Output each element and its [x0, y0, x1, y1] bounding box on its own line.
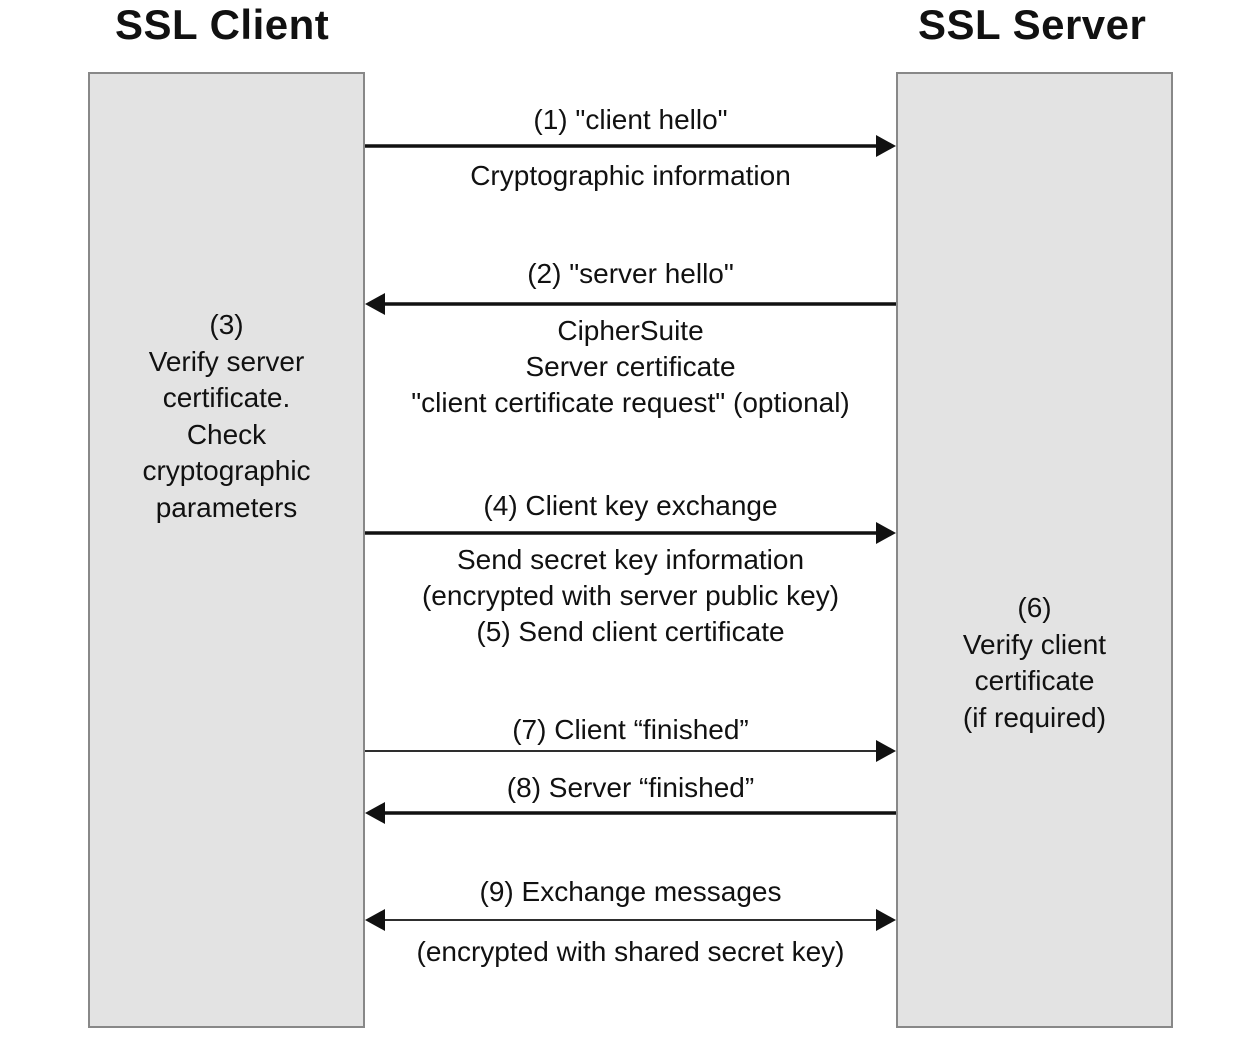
client-note-line: parameters	[155, 491, 298, 523]
client-finished-arrow	[365, 740, 896, 762]
client-key-exchange-arrow	[365, 522, 896, 544]
ssl-server-title: SSL Server	[918, 1, 1147, 48]
client-note-line: cryptographic	[142, 455, 311, 486]
ssl-client-lane	[88, 72, 365, 1028]
client-finished-label: (7) Client “finished”	[512, 714, 749, 745]
exchange-messages-label: (9) Exchange messages	[479, 876, 782, 907]
ssl-server-lane	[896, 72, 1173, 1028]
server-hello-detail-line: CipherSuite	[557, 315, 704, 346]
server-hello-detail-line: Server certificate	[525, 351, 736, 382]
client-hello-detail: Cryptographic information	[470, 160, 791, 191]
server-hello-detail: CipherSuite Server certificate "client c…	[365, 313, 896, 421]
server-finished-label: (8) Server “finished”	[506, 772, 755, 803]
client-key-exchange-detail: Send secret key information (encrypted w…	[365, 542, 896, 650]
client-key-exchange-detail-line: (encrypted with server public key)	[421, 580, 840, 611]
client-verify-note: (3) Verify server certificate. Check cry…	[88, 307, 365, 526]
server-note-line: certificate	[974, 665, 1095, 696]
server-note-line: Verify client	[962, 628, 1107, 660]
client-hello-arrow	[365, 135, 896, 157]
server-verify-note: (6) Verify client certificate (if requir…	[896, 590, 1173, 736]
client-note-line: certificate.	[162, 382, 291, 413]
server-hello-label: (2) "server hello"	[527, 258, 734, 289]
server-hello-arrow	[365, 293, 896, 315]
client-note-line: Check	[186, 418, 267, 450]
server-hello-detail-line: "client certificate request" (optional)	[411, 387, 850, 418]
exchange-messages-arrow	[365, 909, 896, 931]
client-key-exchange-label: (4) Client key exchange	[483, 490, 778, 521]
server-note-line: (if required)	[962, 701, 1107, 733]
client-key-exchange-detail-line: (5) Send client certificate	[476, 616, 785, 647]
client-note-line: (3)	[209, 309, 244, 340]
ssl-client-title: SSL Client	[115, 1, 330, 48]
server-finished-arrow	[365, 802, 896, 824]
exchange-messages-detail: (encrypted with shared secret key)	[416, 936, 845, 967]
client-key-exchange-detail-line: Send secret key information	[456, 544, 805, 575]
client-hello-label: (1) "client hello"	[533, 104, 728, 135]
server-note-line: (6)	[1017, 592, 1052, 623]
client-note-line: Verify server	[148, 345, 305, 377]
